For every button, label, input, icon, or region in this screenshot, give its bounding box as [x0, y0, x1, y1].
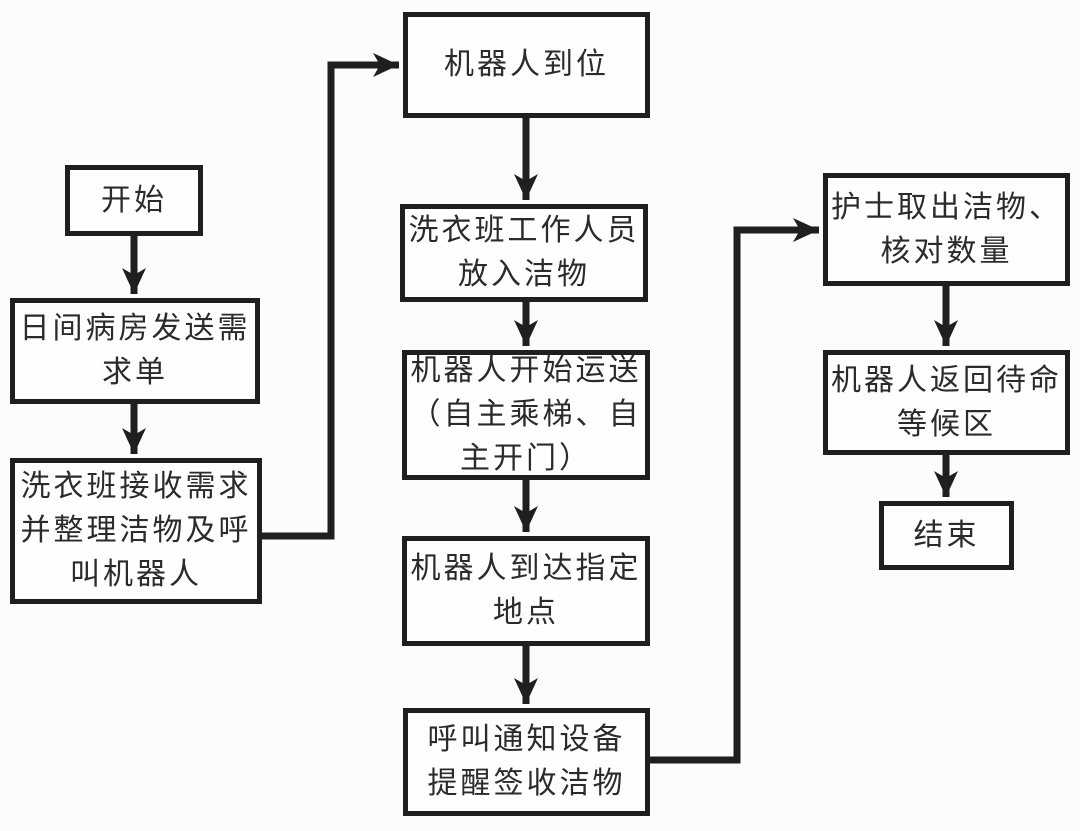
node-robot-transport-label-line: （自主乘梯、自 [410, 398, 642, 431]
edge-laundry-receive-to-robot-arrive [262, 53, 399, 540]
node-laundry-receive: 洗衣班接收需求并整理洁物及呼叫机器人 [10, 458, 262, 604]
node-ward-request-label-line: 求单 [102, 356, 168, 389]
node-start: 开始 [65, 165, 203, 236]
node-notify-signoff: 呼叫通知设备提醒签收洁物 [403, 708, 650, 816]
node-robot-transport-label-line: 机器人开始运送 [410, 354, 642, 387]
node-robot-arrive-label-line: 机器人到位 [444, 48, 609, 81]
node-nurse-pickup-label-line: 护士取出洁物、 [831, 190, 1062, 224]
node-robot-transport-label-line: 主开门） [460, 442, 592, 475]
node-start-label-line: 开始 [101, 183, 167, 217]
node-ward-request-label-line: 日间病房发送需 [19, 312, 251, 345]
node-robot-return: 机器人返回待命等候区 [823, 350, 1070, 455]
node-ward-request: 日间病房发送需求单 [10, 298, 260, 404]
node-robot-destination: 机器人到达指定地点 [402, 536, 650, 646]
node-notify-signoff-label-line: 呼叫通知设备 [427, 723, 626, 756]
node-staff-load-label-line: 洗衣班工作人员 [408, 214, 640, 247]
node-notify-signoff-label-line: 提醒签收洁物 [427, 767, 626, 800]
edge-notify-signoff-to-nurse-pickup [650, 218, 819, 764]
node-end-label-line: 结束 [913, 518, 980, 552]
node-laundry-receive-label-line: 叫机器人 [70, 558, 202, 591]
node-robot-transport: 机器人开始运送 （自主乘梯、自主开门） [402, 350, 650, 480]
node-robot-arrive: 机器人到位 [403, 12, 650, 118]
node-laundry-receive-label-line: 洗衣班接收需求 [20, 470, 252, 503]
node-nurse-pickup: 护士取出洁物、核对数量 [823, 173, 1070, 286]
node-nurse-pickup-label-line: 核对数量 [880, 234, 1013, 268]
node-staff-load-label-line: 放入洁物 [458, 258, 590, 291]
node-end: 结束 [879, 501, 1014, 570]
node-robot-return-label-line: 等候区 [897, 407, 996, 441]
node-staff-load: 洗衣班工作人员放入洁物 [400, 204, 648, 302]
node-robot-return-label-line: 机器人返回待命 [831, 363, 1062, 397]
node-robot-destination-label-line: 机器人到达指定 [410, 552, 642, 585]
node-robot-destination-label-line: 地点 [493, 596, 559, 629]
node-laundry-receive-label-line: 并整理洁物及呼 [20, 514, 252, 547]
